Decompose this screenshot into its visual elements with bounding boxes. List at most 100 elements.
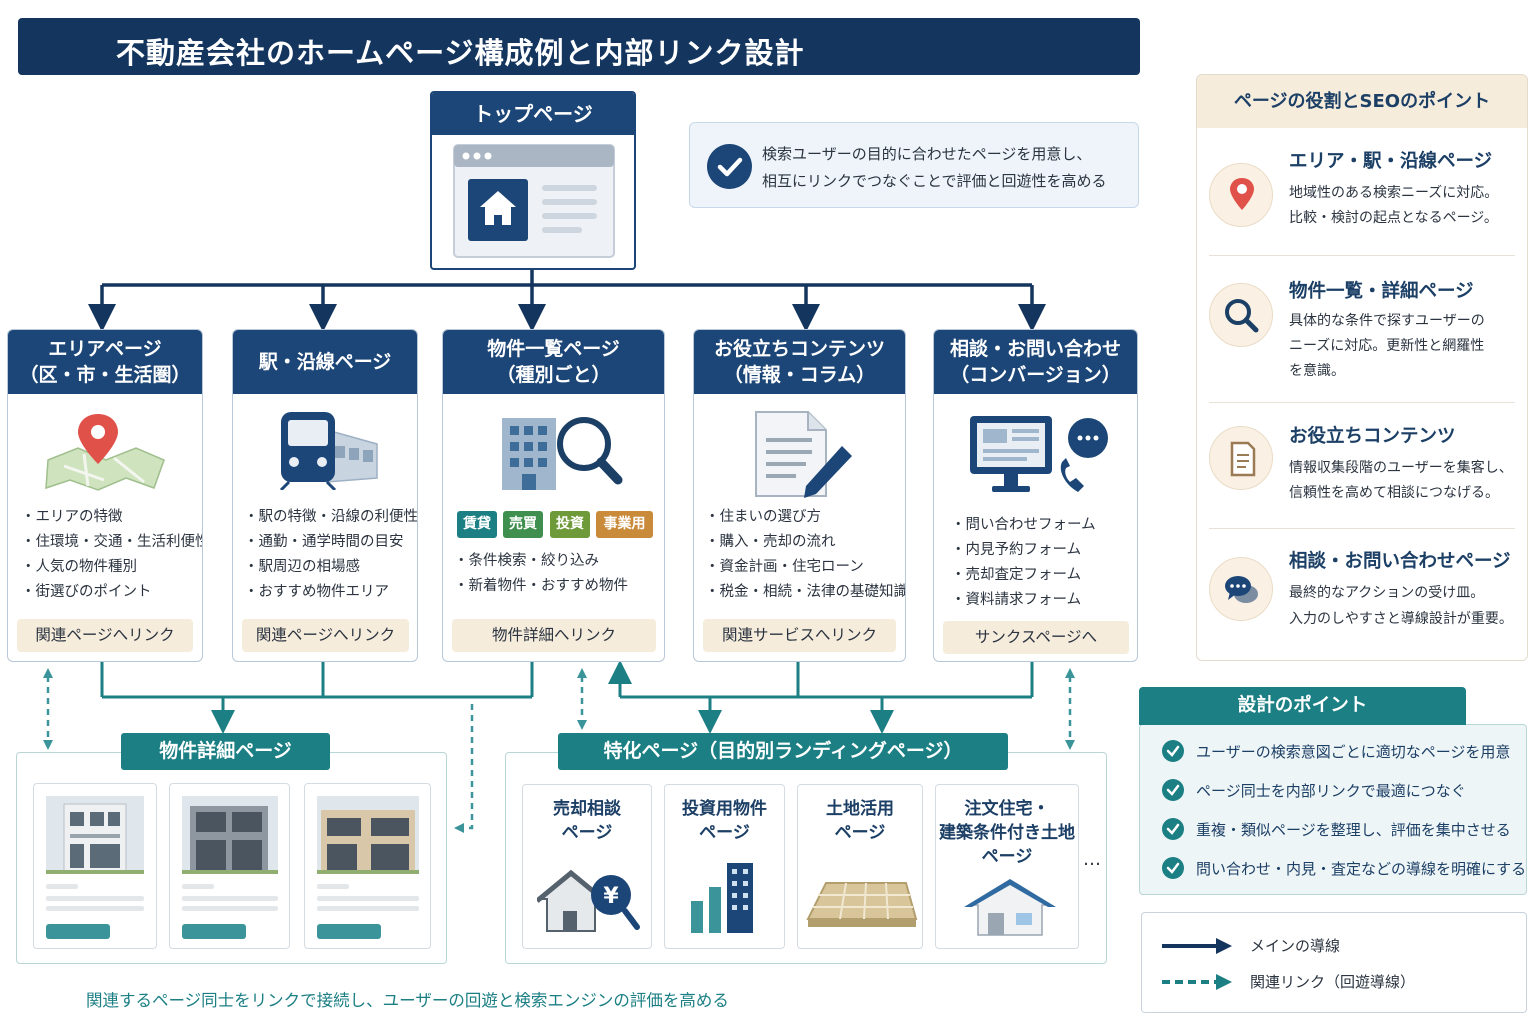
tag-business[interactable]: 事業用 (596, 511, 653, 538)
roles-panel-title: ページの役割とSEOのポイント (1197, 75, 1527, 128)
list-item: ・条件検索・絞り込み (454, 553, 599, 569)
design-points-panel: ユーザーの検索意図ごとに適切なページを用意 ページ同士を内部リンクで最適につなぐ… (1139, 724, 1527, 895)
property-card[interactable] (33, 783, 157, 949)
map-pin-icon (1209, 163, 1273, 227)
check-circle-icon (707, 144, 752, 189)
building-photo-icon (182, 796, 278, 939)
category-title-line-1: エリアページ (48, 338, 162, 360)
list-item: ・購入・売却の流れ (705, 534, 836, 550)
landing-card-title: 建築条件付き土地 (939, 823, 1075, 843)
legend: メインの導線 関連リンク（回遊導線） (1141, 912, 1527, 1013)
role-desc: 比較・検討の起点となるページ。 (1289, 210, 1498, 226)
landing-card-investment[interactable]: 投資用物件 ページ (664, 784, 785, 949)
tag-investment[interactable]: 投資 (550, 511, 590, 538)
landing-label: 特化ページ（目的別ランディングページ） (558, 733, 1008, 770)
house-icon (964, 879, 1056, 936)
bar-chart-building-icon (691, 863, 753, 933)
check-icon (1162, 740, 1184, 762)
landing-card-sell[interactable]: 売却相談 ページ ¥ (522, 784, 652, 949)
role-desc: を意識。 (1289, 363, 1345, 379)
more-indicator: … (1083, 849, 1101, 870)
design-point-text: 問い合わせ・内見・査定などの導線を明確にする (1196, 860, 1527, 878)
role-title: お役立ちコンテンツ (1289, 426, 1456, 447)
thanks-page-link[interactable]: サンクスページへ (943, 621, 1129, 654)
role-title: エリア・駅・沿線ページ (1289, 151, 1493, 172)
role-item: お役立ちコンテンツ 情報収集段階のユーザーを集客し、 信頼性を高めて相談につなげ… (1197, 420, 1527, 530)
list-item: ・新着物件・おすすめ物件 (454, 578, 628, 594)
list-item: ・街選びのポイント (21, 584, 152, 600)
category-card-station: 駅・沿線ページ ・駅の特徴・沿線の利便性 ・通勤・通学時間の目安 ・駅周辺の相場… (232, 329, 418, 662)
list-item: ・内見予約フォーム (951, 542, 1082, 558)
role-desc: 具体的な条件で探すユーザーの (1289, 313, 1485, 329)
tag-sale[interactable]: 売買 (503, 511, 543, 538)
land-plot-icon (806, 882, 918, 927)
check-icon (1162, 818, 1184, 840)
category-title-line-1: 駅・沿線ページ (258, 351, 392, 373)
landing-card-title: 土地活用 (826, 799, 894, 819)
design-points-title: 設計のポイント (1139, 687, 1466, 725)
building-photo-icon (317, 796, 419, 939)
related-page-link[interactable]: 関連ページへリンク (17, 619, 193, 652)
purpose-note: 検索ユーザーの目的に合わせたページを用意し、 相互にリンクでつなぐことで評価と回… (689, 122, 1139, 208)
note-line-1: 検索ユーザーの目的に合わせたページを用意し、 (762, 145, 1092, 163)
landing-card-title: 注文住宅・ (964, 799, 1050, 819)
related-link-arrow-icon (1162, 974, 1232, 990)
svg-text:¥: ¥ (603, 884, 619, 909)
category-title-line-2: （情報・コラム） (723, 364, 876, 386)
landing-card-land-use[interactable]: 土地活用 ページ (797, 784, 923, 949)
role-item: 相談・お問い合わせページ 最終的なアクションの受け皿。 入力のしやすさと導線設計… (1197, 545, 1527, 655)
list-item: ・売却査定フォーム (951, 567, 1082, 583)
property-card[interactable] (169, 783, 290, 949)
role-desc: 最終的なアクションの受け皿。 (1289, 585, 1485, 601)
role-item: 物件一覧・詳細ページ 具体的な条件で探すユーザーの ニーズに対応。更新性と網羅性… (1197, 275, 1527, 405)
category-title: お役立ちコンテンツ （情報・コラム） (694, 330, 905, 394)
category-title: 駅・沿線ページ (233, 330, 417, 394)
design-point-text: ページ同士を内部リンクで最適につなぐ (1196, 782, 1466, 800)
property-card[interactable] (304, 783, 431, 949)
chat-icon (1209, 557, 1273, 621)
role-desc: 信頼性を高めて相談につなげる。 (1289, 485, 1499, 501)
building-search-icon (502, 417, 623, 490)
role-desc: 情報収集段階のユーザーを集客し、 (1289, 460, 1513, 476)
top-page-node: トップページ (430, 91, 636, 270)
category-title-line-2: （区・市・生活圏） (19, 364, 191, 386)
legend-related-label: 関連リンク（回遊導線） (1250, 973, 1416, 991)
list-item: ・駅の特徴・沿線の利便性 (244, 509, 418, 525)
house-yen-icon: ¥ (537, 869, 640, 932)
category-card-useful-contents: お役立ちコンテンツ （情報・コラム） ・住まいの選び方 ・購入・売却の流れ ・資… (693, 329, 906, 662)
property-detail-label: 物件詳細ページ (121, 733, 330, 770)
related-page-link[interactable]: 関連ページへリンク (242, 619, 409, 652)
role-desc: 地域性のある検索ニーズに対応。 (1289, 185, 1499, 201)
title-bar: 不動産会社のホームページ構成例と内部リンク設計 (18, 18, 1140, 75)
legend-main-label: メインの導線 (1250, 937, 1341, 955)
footer-note: 関連するページ同士をリンクで接続し、ユーザーの回遊と検索エンジンの評価を高める (86, 991, 729, 1010)
list-item: ・住まいの選び方 (705, 509, 821, 525)
property-detail-link[interactable]: 物件詳細へリンク (452, 619, 656, 652)
document-icon (1209, 426, 1273, 490)
search-icon (1209, 283, 1273, 347)
note-line-2: 相互にリンクでつなぐことで評価と回遊性を高める (762, 172, 1107, 190)
landing-card-custom-home[interactable]: 注文住宅・ 建築条件付き土地 ページ (935, 784, 1079, 949)
list-item: ・資金計画・住宅ローン (705, 559, 864, 575)
roles-panel: ページの役割とSEOのポイント エリア・駅・沿線ページ 地域性のある検索ニーズに… (1196, 74, 1528, 661)
list-item: ・おすすめ物件エリア (244, 584, 389, 600)
related-service-link[interactable]: 関連サービスへリンク (703, 619, 896, 652)
category-title: エリアページ （区・市・生活圏） (8, 330, 202, 394)
category-title-line-2: （コンバージョン） (950, 364, 1121, 386)
role-item: エリア・駅・沿線ページ 地域性のある検索ニーズに対応。 比較・検討の起点となるペ… (1197, 145, 1527, 265)
top-page-label: トップページ (432, 93, 634, 135)
map-pin-icon (45, 414, 165, 491)
landing-card-title: ページ (561, 823, 613, 843)
tag-rent[interactable]: 賃貸 (457, 511, 497, 538)
list-item: ・資料請求フォーム (951, 592, 1082, 608)
landing-card-title: ページ (834, 823, 886, 843)
role-desc: ニーズに対応。更新性と網羅性 (1289, 338, 1485, 354)
document-pen-icon (755, 411, 852, 498)
category-title: 相談・お問い合わせ （コンバージョン） (934, 330, 1137, 394)
role-desc: 入力のしやすさと導線設計が重要。 (1289, 611, 1513, 627)
list-item: ・税金・相続・法律の基礎知識 (705, 584, 906, 600)
category-title: 物件一覧ページ （種別ごと） (443, 330, 664, 394)
role-title: 物件一覧・詳細ページ (1289, 281, 1474, 302)
landing-card-title: 売却相談 (553, 799, 621, 819)
